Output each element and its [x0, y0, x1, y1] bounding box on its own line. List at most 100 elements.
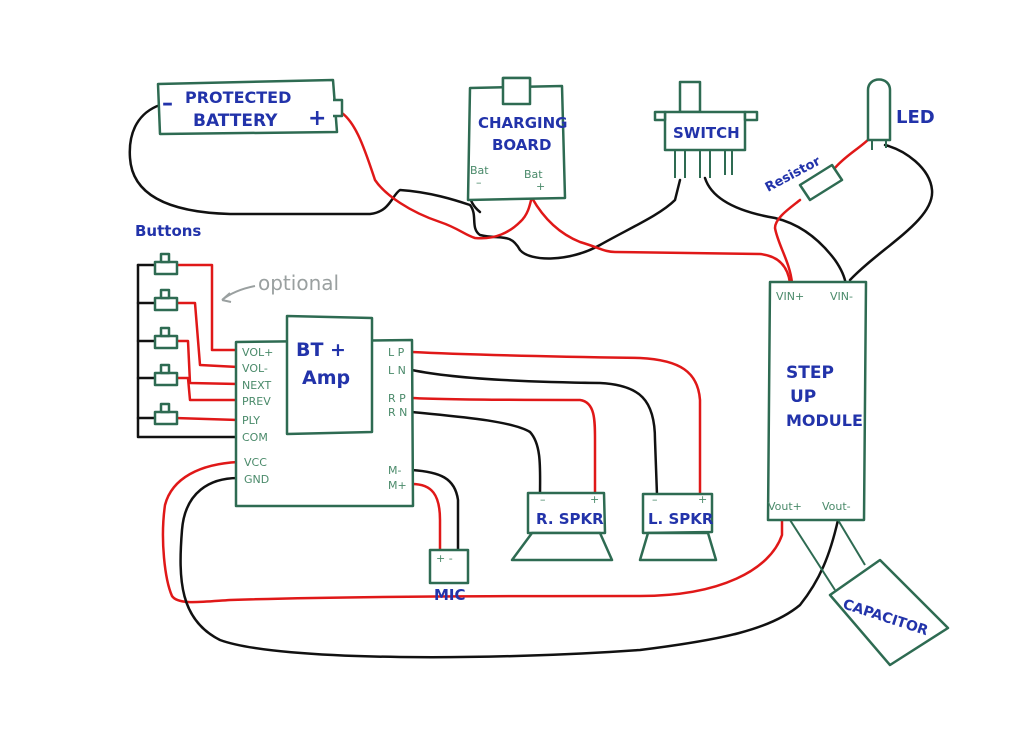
pin-m-plus: M+: [388, 479, 407, 492]
wire-led-plus: [833, 136, 872, 170]
l-speaker-cone: [638, 531, 718, 562]
pin-gnd: GND: [244, 473, 269, 486]
charging-board-body: [466, 84, 567, 202]
pin-rp: R P: [388, 392, 406, 405]
wire-btn-prev: [173, 376, 240, 402]
charging-board: CHARGING BOARD Bat – Bat +: [466, 76, 567, 202]
step-up-line2: UP: [790, 387, 816, 407]
push-button-3-body: [153, 334, 179, 350]
switch-pin-3: [724, 150, 733, 175]
step-up-line3: MODULE: [786, 411, 863, 430]
push-button-1: [153, 252, 179, 276]
r-speaker-label: R. SPKR: [536, 510, 604, 528]
wire-capacitor-lead-1: [789, 519, 836, 591]
r-speaker-plus: +: [590, 493, 599, 506]
wires: [128, 103, 934, 659]
switch-label: SWITCH: [673, 124, 740, 142]
wire-rn-to-r-spkr-minus: [410, 410, 542, 499]
pin-bat-minus: Bat: [470, 164, 489, 177]
pin-com: COM: [242, 431, 268, 444]
pin-ply: PLY: [242, 414, 260, 427]
l-speaker-minus: –: [652, 493, 658, 506]
battery-terminal: [333, 98, 344, 118]
switch-tab-left: [653, 110, 667, 122]
usb-port-top: [501, 76, 532, 106]
push-button-1-body: [153, 260, 179, 276]
push-button-5: [153, 402, 179, 426]
pin-prev: PREV: [242, 395, 271, 408]
switch-actuator: [678, 80, 702, 114]
step-up-line1: STEP: [786, 363, 834, 383]
push-button-2-cap: [159, 288, 171, 300]
wire-battery-plus: [335, 108, 534, 240]
wire-rp-to-r-spkr-plus: [410, 396, 597, 499]
push-button-4: [153, 363, 179, 387]
bt-amp-module: [285, 314, 374, 436]
buttons: Buttons optional: [135, 222, 339, 426]
bt-amp-line1: BT +: [296, 339, 346, 361]
wire-vcc-to-vout-plus: [161, 460, 784, 604]
l-speaker: – + L. SPKR: [638, 492, 718, 562]
wire-gnd-to-vout-minus: [179, 476, 840, 659]
r-speaker-minus: –: [540, 493, 546, 506]
battery-body: [156, 78, 339, 136]
pin-ln: L N: [388, 364, 406, 377]
wire-buttons-common: [136, 263, 240, 439]
push-button-2: [153, 288, 179, 312]
capacitor-body: [828, 558, 950, 667]
r-speaker: – + R. SPKR: [510, 491, 614, 562]
battery-label-line2: BATTERY: [193, 111, 278, 131]
wire-switch-to-vin-minus: [703, 176, 848, 287]
optional-note: optional: [258, 271, 339, 295]
push-button-3: [153, 326, 179, 350]
r-speaker-cone: [510, 531, 614, 562]
step-up-module: VIN+ VIN- STEP UP MODULE Vout+ Vout-: [766, 280, 868, 522]
wire-lp-to-l-spkr-plus: [410, 350, 702, 497]
resistor-body: [798, 163, 844, 202]
led-label: LED: [896, 107, 935, 128]
resistor: Resistor: [763, 154, 844, 202]
step-up-body: [766, 280, 868, 522]
pin-bat-plus-sign: +: [536, 180, 545, 193]
push-button-1-cap: [159, 252, 171, 264]
wire-m-plus: [410, 482, 442, 552]
r-speaker-magnet: [526, 491, 607, 535]
pin-rn: R N: [388, 406, 407, 419]
l-speaker-magnet: [641, 492, 714, 535]
mic-pins: + -: [436, 552, 453, 565]
pin-m-minus: M-: [388, 464, 401, 477]
bt-amp-board: BT + Amp VOL+ VOL- NEXT PREV PLY COM VCC…: [234, 314, 415, 508]
pin-bat-plus: Bat: [524, 168, 543, 181]
charging-board-line2: BOARD: [492, 136, 551, 154]
push-button-4-cap: [159, 363, 171, 375]
switch-tab-right: [743, 110, 759, 122]
push-button-5-body: [153, 410, 179, 426]
battery-minus-label: –: [162, 91, 173, 116]
push-button-4-body: [153, 371, 179, 387]
battery-label-line1: PROTECTED: [185, 88, 291, 107]
wire-led-minus: [848, 143, 934, 282]
switch: SWITCH: [653, 80, 759, 178]
wire-capacitor-lead-2: [837, 519, 866, 566]
push-button-2-body: [153, 296, 179, 312]
pin-vout-plus: Vout+: [768, 500, 802, 513]
wire-btn-next: [173, 339, 240, 386]
wire-battery-minus: [128, 103, 682, 260]
wire-bat-plus-to-vin: [530, 196, 792, 285]
wire-ln-to-l-spkr-minus: [410, 368, 659, 497]
switch-pin-2: [699, 150, 711, 178]
wire-btn-vol-minus: [173, 301, 240, 369]
pin-lp: L P: [388, 346, 405, 359]
l-speaker-plus: +: [698, 493, 707, 506]
wire-btn-vol-plus: [176, 263, 240, 352]
l-speaker-label: L. SPKR: [648, 510, 714, 528]
mic-body: [428, 548, 470, 585]
mic: + - MIC: [428, 548, 470, 604]
wire-resistor-to-vin: [773, 198, 802, 285]
buttons-label: Buttons: [135, 222, 201, 240]
push-button-3-cap: [159, 326, 171, 338]
pin-next: NEXT: [242, 379, 272, 392]
bt-amp-line2: Amp: [302, 367, 350, 389]
capacitor: CAPACITOR: [828, 558, 950, 667]
